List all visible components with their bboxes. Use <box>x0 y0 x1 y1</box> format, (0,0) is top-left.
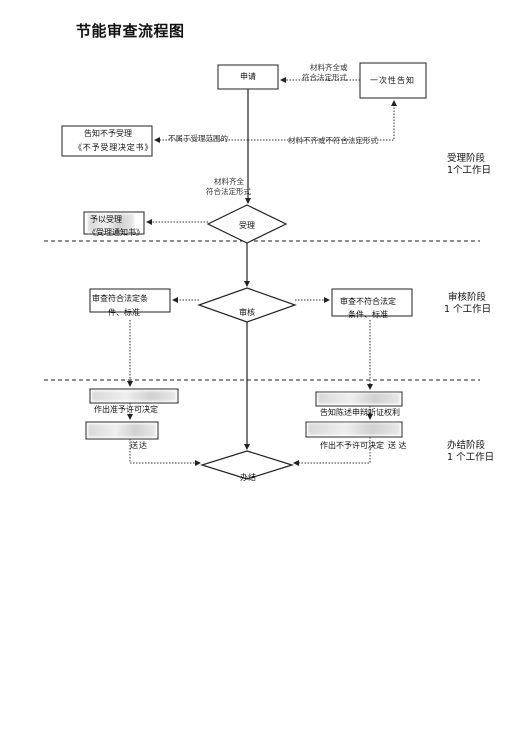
deliver-left-to-conclude-arrow <box>129 439 201 466</box>
redacted-area <box>318 393 400 404</box>
redacted-area <box>308 423 400 435</box>
conclude-diamond-label: 办结 <box>240 473 256 482</box>
stage-accept-title: 受理阶段 <box>447 153 486 164</box>
stage-conclude-title: 办结阶段 <box>447 440 486 451</box>
deliver-right-label: 送 达 <box>388 441 407 450</box>
stage-review-days: 1 个工作日 <box>444 303 492 315</box>
stage-conclude: 办结阶段 1 个工作日 <box>447 440 494 464</box>
apply-box <box>217 64 279 90</box>
accept-diamond-label: 受理 <box>239 221 255 230</box>
note-not-in-scope: 不属于受理范围的 <box>168 134 228 143</box>
notmeet-label-1: 审查不符合法定 <box>340 297 396 306</box>
reject-label-1: 告知不予受理 <box>84 129 132 138</box>
notice-once-label: 一次性告知 <box>370 76 415 85</box>
accept-notice-label-2: 《受理通知书》 <box>88 228 144 237</box>
deliver-left-label: 送达 <box>130 441 148 450</box>
grant-label: 作出准予许可决定 <box>94 405 158 414</box>
reject-label-2: 《不予受理决定书》 <box>74 143 154 152</box>
redacted-area <box>88 424 156 437</box>
stage-accept: 受理阶段 1个工作日 <box>447 153 491 177</box>
stage-conclude-days: 1 个工作日 <box>447 451 495 463</box>
meets-box <box>89 288 171 313</box>
note-complete-mid-1: 材料齐全 <box>214 177 244 186</box>
inform-rights-label: 告知陈述申辩听证权利 <box>320 408 400 417</box>
notmeet-box <box>331 288 413 317</box>
redacted-area <box>92 391 176 401</box>
note-incomplete: 材料不齐或不符合法定形式 <box>288 136 378 145</box>
stage-accept-days: 1个工作日 <box>447 164 492 176</box>
review-diamond-label: 审核 <box>239 308 255 317</box>
deny-label: 作出不予许可决定 <box>320 441 384 450</box>
redacted-area <box>88 214 134 232</box>
stage-review: 审核阶段 1 个工作日 <box>444 292 491 316</box>
meets-label-1: 审查符合法定条 <box>92 294 148 303</box>
note-complete-top-1: 材料齐全或 <box>310 63 348 72</box>
meets-label-2: 件、标准 <box>108 308 140 317</box>
page-title: 节能审查流程图 <box>76 22 185 40</box>
reject-box <box>61 125 153 157</box>
conclude-diamond <box>199 450 295 480</box>
note-complete-top-2: 符合法定形式 <box>302 73 347 82</box>
stage-review-title: 审核阶段 <box>448 292 487 303</box>
incomplete-to-notice-arrow <box>248 100 397 141</box>
notice-once-box <box>359 62 427 99</box>
apply-label: 申请 <box>240 72 256 81</box>
notmeet-label-2: 条件、标准 <box>348 310 388 319</box>
accept-notice-label-1: 予以受理 <box>90 215 122 224</box>
note-complete-mid-2: 符合法定形式 <box>206 187 251 196</box>
